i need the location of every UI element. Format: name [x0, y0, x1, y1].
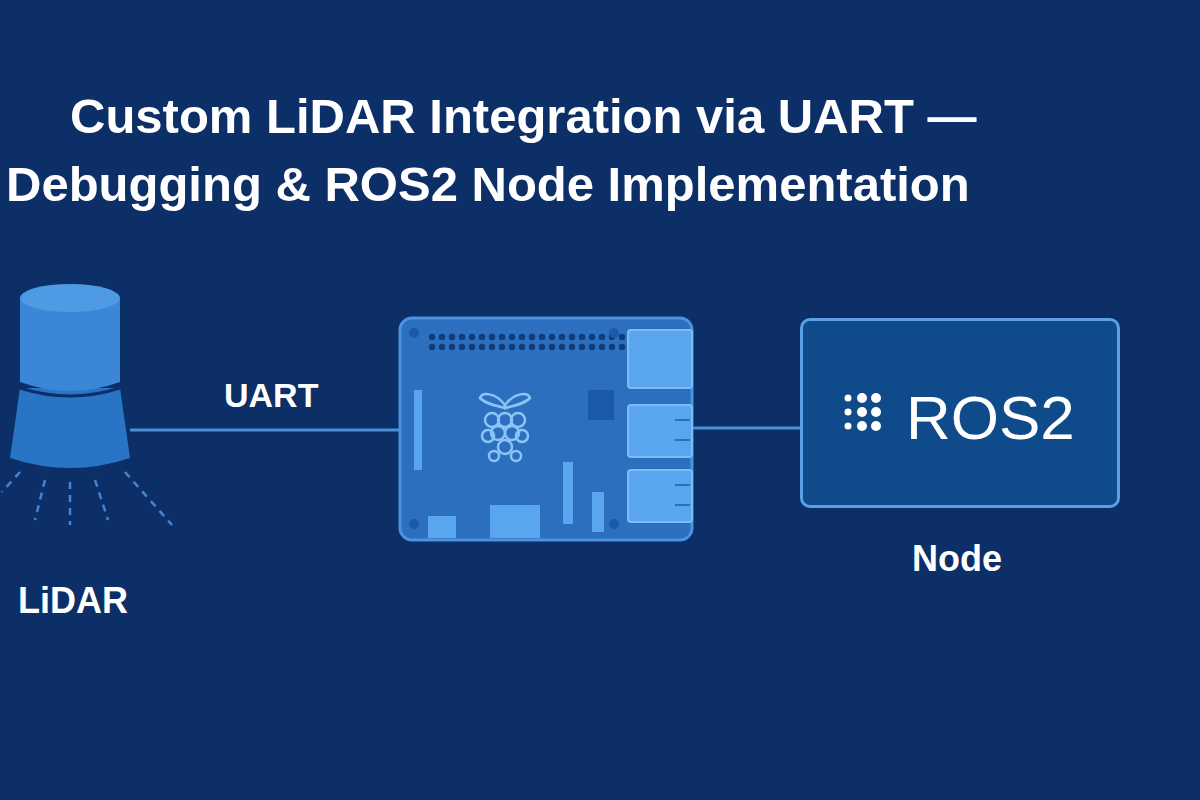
link-wire: [690, 427, 800, 430]
node-caption: Node: [912, 538, 1002, 580]
ros-logo-dots: [800, 318, 900, 458]
signal-label: UART: [224, 376, 318, 415]
title: Custom LiDAR Integration via UART — Debu…: [6, 82, 1126, 218]
node-title: ROS2: [906, 382, 1075, 453]
lidar-cylinder: [8, 278, 148, 518]
lidar-sensor: LiDAR: [8, 278, 148, 518]
raspberry-pi-board: [400, 318, 692, 540]
lidar-rays: [2, 472, 172, 525]
node-label: LiDAR: [18, 580, 128, 622]
raspberry-logo: [480, 394, 530, 461]
uart-wire: [130, 429, 400, 432]
ros2-node-box: ROS2Node: [800, 318, 1120, 508]
